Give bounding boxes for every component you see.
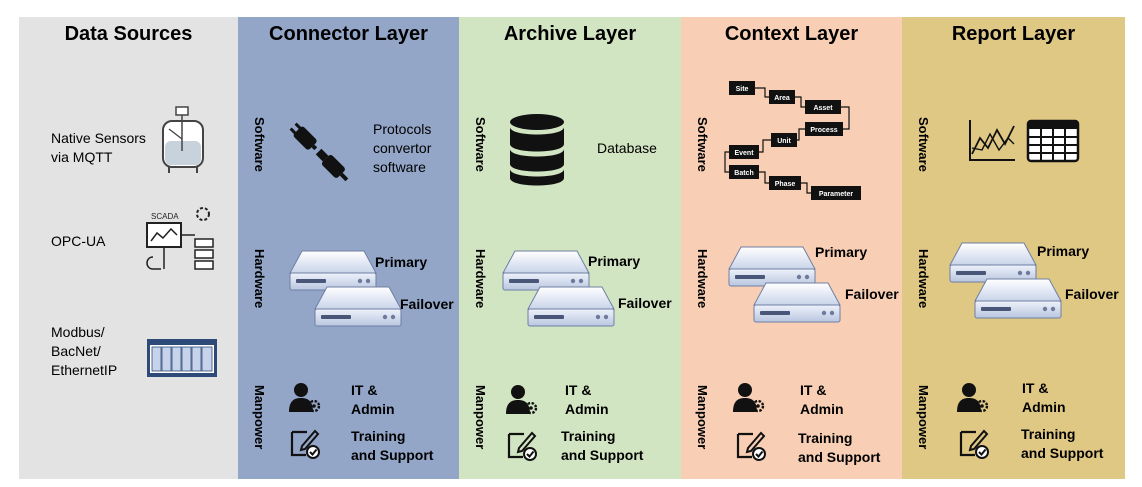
failover-label: Failover [618, 295, 672, 311]
failover-server-icon [526, 285, 616, 329]
context-hierarchy-diagram: Site Area Asset Process Unit Event Batch… [724, 81, 861, 200]
node-unit [771, 133, 797, 147]
connector-layer-column: Connector Layer Software Hardware Manpow… [238, 17, 459, 479]
row-label-hardware: Hardware [695, 249, 710, 309]
scada-badge: SCADA [151, 212, 179, 221]
scada-icon: SCADA [146, 207, 214, 270]
row-label-software: Software [916, 117, 931, 172]
row-label-hardware: Hardware [473, 249, 488, 309]
node-parameter-label: Parameter [819, 191, 854, 198]
it-admin-label: IT & Admin [800, 382, 844, 417]
it-admin-label: IT & Admin [351, 382, 395, 417]
data-sources-title: Data Sources [64, 23, 193, 45]
archive-layer-column: Archive Layer Software Hardware Manpower… [459, 17, 681, 479]
training-label: Training and Support [351, 428, 434, 463]
source-label-mqtt: Native Sensors via MQTT [51, 130, 146, 165]
node-phase-label: Phase [775, 181, 796, 188]
it-admin-icon [289, 381, 321, 413]
node-process-label: Process [810, 127, 837, 134]
plc-rack-icon [147, 339, 217, 377]
failover-label: Failover [845, 286, 899, 302]
it-admin-icon [733, 381, 765, 413]
node-site-label: Site [736, 86, 749, 93]
row-label-software: Software [252, 117, 267, 172]
node-asset [805, 100, 841, 114]
node-batch-label: Batch [734, 170, 753, 177]
failover-server-icon [752, 281, 842, 325]
line-chart-icon [969, 120, 1015, 161]
training-icon [735, 429, 767, 461]
protocols-convertor-label: Protocols convertor software [373, 121, 432, 175]
primary-label: Primary [1037, 243, 1090, 259]
node-process [805, 122, 843, 136]
training-icon [506, 429, 538, 461]
node-unit-label: Unit [777, 138, 791, 145]
node-area [769, 90, 795, 104]
connector-layer-title: Connector Layer [269, 23, 428, 45]
training-icon [289, 427, 321, 459]
node-asset-label: Asset [813, 105, 833, 112]
context-layer-column: Context Layer Software Hardware Manpower… [681, 17, 902, 479]
source-label-fieldbus: Modbus/ BacNet/ EthernetIP [51, 324, 118, 378]
row-label-hardware: Hardware [916, 249, 931, 309]
row-label-hardware: Hardware [252, 249, 267, 309]
plug-icon [289, 122, 349, 182]
row-label-manpower: Manpower [695, 385, 710, 450]
archive-layer-title: Archive Layer [503, 23, 637, 45]
source-label-opcua: OPC-UA [51, 233, 106, 249]
failover-server-icon [973, 277, 1063, 321]
node-area-label: Area [774, 95, 790, 102]
node-event-label: Event [734, 150, 754, 157]
primary-label: Primary [815, 244, 868, 260]
node-parameter [811, 186, 861, 200]
it-admin-icon [506, 383, 538, 415]
node-site [729, 81, 755, 95]
node-event [729, 145, 759, 159]
table-icon [1026, 119, 1080, 163]
context-layer-title: Context Layer [724, 23, 859, 45]
it-admin-icon [957, 381, 989, 413]
report-layer-title: Report Layer [951, 23, 1076, 45]
it-admin-label: IT & Admin [565, 382, 609, 417]
failover-label: Failover [1065, 286, 1119, 302]
report-layer-column: Report Layer Software Hardware Manpower … [902, 17, 1125, 479]
row-label-manpower: Manpower [916, 385, 931, 450]
row-label-software: Software [473, 117, 488, 172]
tank-sensor-icon [162, 106, 204, 173]
training-label: Training and Support [1021, 426, 1104, 461]
primary-label: Primary [375, 254, 428, 270]
training-label: Training and Support [798, 430, 881, 465]
row-label-manpower: Manpower [473, 385, 488, 450]
row-label-software: Software [695, 117, 710, 172]
node-batch [729, 165, 759, 179]
primary-label: Primary [588, 253, 641, 269]
row-label-manpower: Manpower [252, 385, 267, 450]
node-phase [769, 176, 801, 190]
database-icon [510, 114, 564, 186]
training-label: Training and Support [561, 428, 644, 463]
it-admin-label: IT & Admin [1022, 380, 1066, 415]
failover-server-icon [313, 285, 403, 329]
layer-diagram: Data Sources Native Sensors via MQTT OPC… [19, 17, 1125, 479]
data-sources-column: Data Sources Native Sensors via MQTT OPC… [19, 17, 238, 479]
training-icon [958, 427, 990, 459]
failover-label: Failover [400, 296, 454, 312]
database-label: Database [597, 140, 657, 156]
